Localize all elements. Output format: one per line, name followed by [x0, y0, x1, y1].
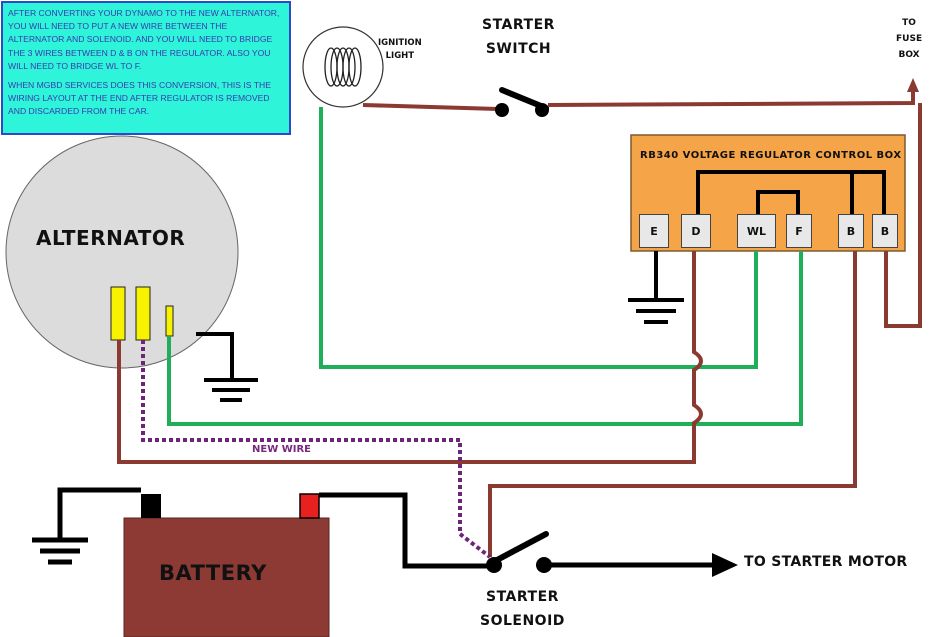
battery-terminal-negative [141, 494, 161, 518]
wire-switch-to-fuse [547, 88, 915, 107]
starter-solenoid-symbol [486, 531, 552, 573]
ignition-light-label-line2: LIGHT [385, 51, 415, 61]
regulator-title: RB340 VOLTAGE REGULATOR CONTROL BOX [640, 150, 902, 161]
battery-ground-symbol [32, 487, 141, 565]
alternator-terminal-output [135, 286, 151, 341]
wire-b-to-solenoid [488, 251, 857, 557]
wire-b-to-fuse [884, 103, 922, 328]
ignition-light-bulb [302, 26, 384, 108]
starter-switch-label-line1: STARTER [482, 17, 555, 33]
starter-switch-label-line2: SWITCH [485, 41, 552, 57]
wire-d-to-alternator [117, 251, 703, 464]
starter-motor-label: TO STARTER MOTOR [744, 554, 908, 570]
fuse-box-label: TO FUSE BOX [896, 15, 922, 63]
starter-solenoid-label: STARTER SOLENOID [480, 585, 565, 633]
starter-switch-label: STARTER SWITCH [482, 13, 555, 61]
fuse-box-label-line1: TO [902, 18, 916, 28]
starter-motor-arrow [712, 553, 738, 577]
alternator-body [5, 135, 239, 369]
instruction-paragraph-2: WHEN MGBD SERVICES DOES THIS CONVERSION,… [8, 80, 271, 117]
terminal-d: D [681, 214, 711, 248]
regulator-bridges [696, 170, 886, 214]
terminal-wl: WL [737, 214, 776, 248]
terminal-e: E [639, 214, 669, 248]
wire-light-to-switch [362, 103, 499, 111]
starter-solenoid-label-line1: STARTER [485, 589, 559, 605]
ignition-light-label: IGNITION LIGHT [378, 37, 422, 63]
fuse-box-arrow [907, 78, 919, 92]
battery-label: BATTERY [159, 561, 267, 585]
alternator-terminal-main [110, 286, 126, 341]
fuse-box-label-line2: FUSE [896, 34, 923, 44]
instruction-note: AFTER CONVERTING YOUR DYNAMO TO THE NEW … [1, 1, 291, 135]
wire-alternator-to-f [167, 251, 803, 426]
terminal-b-1: B [838, 214, 864, 248]
terminal-f: F [786, 214, 812, 248]
battery-body [123, 517, 330, 637]
wire-battery-to-solenoid [319, 492, 494, 569]
alternator-label: ALTERNATOR [36, 226, 186, 250]
new-wire [141, 340, 492, 559]
alternator-terminal-warning [165, 305, 174, 337]
new-wire-label: NEW WIRE [252, 444, 311, 455]
regulator-ground-symbol [628, 251, 684, 324]
fuse-box-label-line3: BOX [898, 50, 920, 60]
ignition-light-label-line1: IGNITION [378, 38, 422, 48]
alternator-ground-symbol [196, 332, 258, 402]
starter-solenoid-label-line2: SOLENOID [480, 613, 565, 629]
starter-switch-symbol [495, 87, 549, 117]
terminal-b-2: B [872, 214, 898, 248]
battery-terminal-positive [299, 493, 320, 519]
wire-light-to-wl [319, 107, 758, 369]
instruction-paragraph-1: AFTER CONVERTING YOUR DYNAMO TO THE NEW … [8, 8, 280, 71]
